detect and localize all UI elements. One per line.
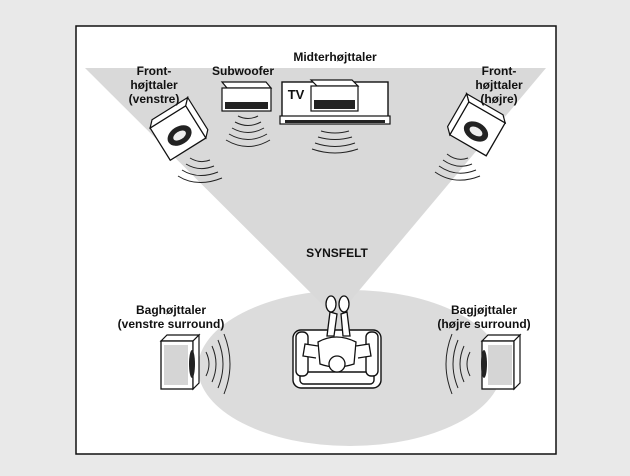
rear-left-sound-waves [205, 333, 231, 395]
label-tv: TV [287, 87, 305, 102]
rear-left-speaker [159, 333, 201, 391]
front-right-speaker [446, 92, 507, 157]
listener-figure [302, 295, 372, 373]
rear-right-sound-waves [445, 333, 471, 395]
front-right-sound-waves [434, 153, 481, 181]
label-field-of-view: SYNSFELT [306, 246, 368, 260]
tv-set [279, 79, 391, 154]
front-left-speaker [149, 95, 209, 162]
label-rear-left-speaker: Baghøjttaler (venstre surround) [117, 303, 225, 331]
label-center-speaker: Midterhøjttaler [293, 50, 377, 64]
label-front-right-speaker: Front- højttaler (højre) [475, 64, 523, 106]
subwoofer-speaker [220, 81, 273, 147]
label-front-left-speaker: Front- højttaler (venstre) [128, 64, 180, 106]
label-subwoofer: Subwoofer [212, 64, 274, 78]
rear-right-speaker [480, 333, 522, 391]
label-rear-right-speaker: Bagjøjttaler (højre surround) [437, 303, 531, 331]
front-left-sound-waves [177, 157, 223, 183]
